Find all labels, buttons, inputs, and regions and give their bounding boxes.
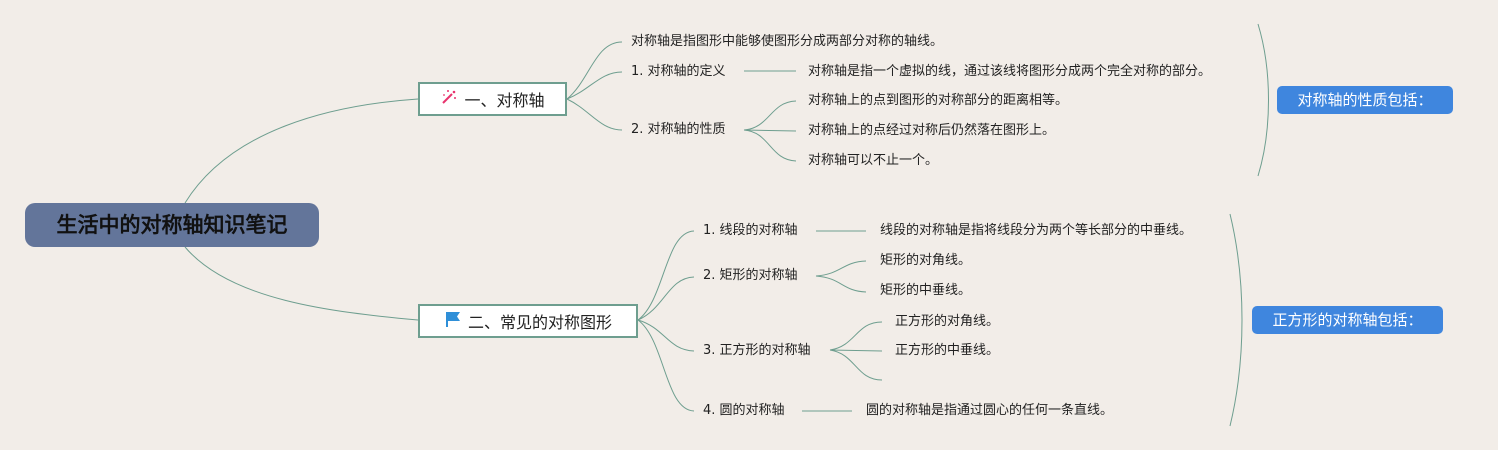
branch-symmetry-axis[interactable]: 一、对称轴: [418, 82, 567, 116]
subtopic-label[interactable]: 3. 正方形的对称轴: [703, 343, 811, 358]
link-b2-item4: [637, 319, 695, 412]
definition-line[interactable]: 对称轴是指图形中能够使图形分成两部分对称的轴线。: [631, 34, 944, 49]
branch-label: 一、对称轴: [464, 91, 545, 110]
detail-text[interactable]: 对称轴是指一个虚拟的线，通过该线将图形分成两个完全对称的部分。: [808, 64, 1212, 79]
detail-text[interactable]: 对称轴上的点到图形的对称部分的距离相等。: [808, 93, 1069, 108]
summary-note[interactable]: 正方形的对称轴包括：: [1252, 306, 1443, 334]
root-topic[interactable]: 生活中的对称轴知识笔记: [25, 203, 319, 247]
summary-note[interactable]: 对称轴的性质包括：: [1277, 86, 1453, 114]
link-b2-item3-d2: [829, 349, 883, 352]
detail-text[interactable]: 矩形的对角线。: [880, 253, 972, 268]
link-b2-item1: [637, 230, 695, 321]
subtopic-label[interactable]: 1. 对称轴的定义: [631, 64, 726, 79]
link-b2-item3-d1: [829, 321, 883, 351]
link-b1-item2-d2: [743, 129, 797, 132]
flag-icon: [444, 310, 462, 332]
link-b1-item2-d1: [743, 100, 797, 131]
branch-common-shapes[interactable]: 二、常见的对称图形: [418, 304, 638, 338]
link-b1-item1: [566, 71, 623, 100]
detail-text[interactable]: 正方形的中垂线。: [895, 343, 1000, 358]
link-b1-item2: [566, 98, 623, 131]
subtopic-label[interactable]: 1. 线段的对称轴: [703, 223, 798, 238]
detail-text[interactable]: 对称轴上的点经过对称后仍然落在图形上。: [808, 123, 1056, 138]
bracket-b1: [1257, 23, 1269, 177]
link-b2-item2-d1: [815, 260, 867, 277]
bracket-b2: [1229, 213, 1243, 427]
link-b2-item3: [637, 319, 695, 352]
link-root-branch1: [184, 98, 419, 204]
magic-wand-icon: [440, 88, 458, 110]
link-root-branch2: [184, 246, 419, 321]
detail-text[interactable]: 正方形的对角线。: [895, 314, 1000, 329]
detail-text[interactable]: 圆的对称轴是指通过圆心的任何一条直线。: [866, 403, 1114, 418]
detail-text[interactable]: 对称轴可以不止一个。: [808, 153, 939, 168]
link-b2-item2: [637, 276, 695, 321]
detail-text[interactable]: 矩形的中垂线。: [880, 283, 972, 298]
link-b2-item3-d3: [829, 349, 883, 381]
subtopic-label[interactable]: 4. 圆的对称轴: [703, 403, 785, 418]
subtopic-label[interactable]: 2. 矩形的对称轴: [703, 268, 798, 283]
link-b2-item2-d2: [815, 275, 867, 293]
branch-label: 二、常见的对称图形: [467, 313, 612, 332]
detail-text[interactable]: 线段的对称轴是指将线段分为两个等长部分的中垂线。: [880, 223, 1193, 238]
link-b1-def: [566, 41, 623, 100]
link-b1-item2-d3: [743, 129, 797, 162]
subtopic-label[interactable]: 2. 对称轴的性质: [631, 122, 726, 137]
